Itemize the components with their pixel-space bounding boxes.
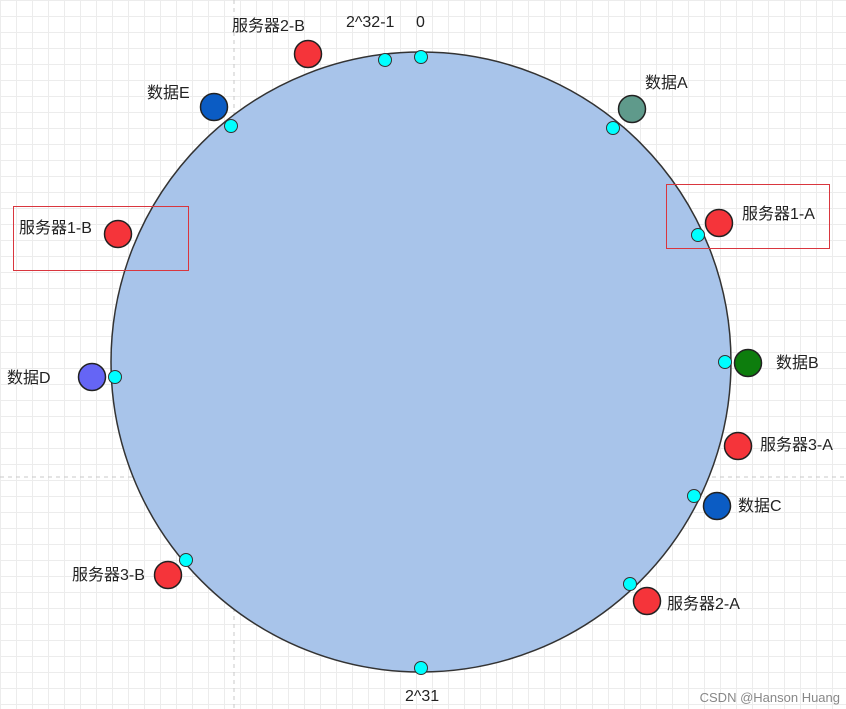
label-mid: 2^31 bbox=[405, 688, 440, 705]
node-server-1a bbox=[704, 208, 734, 238]
label-data-e: 数据E bbox=[147, 85, 190, 102]
label-server-2a: 服务器2-A bbox=[667, 596, 740, 613]
node-data-a bbox=[617, 94, 647, 124]
node-data-e bbox=[199, 92, 229, 122]
node-server-2b bbox=[293, 39, 323, 69]
hash-point-server-3b bbox=[179, 553, 193, 567]
node-server-3b bbox=[153, 560, 183, 590]
node-server-2a bbox=[632, 586, 662, 616]
label-server-2b: 服务器2-B bbox=[232, 18, 305, 35]
label-zero: 0 bbox=[416, 14, 425, 31]
hash-point-data-c bbox=[687, 489, 701, 503]
hash-point-server-1a bbox=[691, 228, 705, 242]
hash-ring bbox=[110, 51, 732, 673]
node-server-1b bbox=[103, 219, 133, 249]
label-data-c: 数据C bbox=[738, 498, 782, 515]
label-data-b: 数据B bbox=[776, 355, 819, 372]
label-max: 2^32-1 bbox=[346, 14, 395, 31]
node-data-b bbox=[733, 348, 763, 378]
hash-point-mid bbox=[414, 661, 428, 675]
node-data-c bbox=[702, 491, 732, 521]
hash-point-data-b bbox=[718, 355, 732, 369]
hash-point-max bbox=[378, 53, 392, 67]
hash-point-data-a bbox=[606, 121, 620, 135]
node-data-d bbox=[77, 362, 107, 392]
watermark: CSDN @Hanson Huang bbox=[699, 690, 840, 705]
label-server-3a: 服务器3-A bbox=[760, 437, 833, 454]
highlight-box-server-1a bbox=[666, 184, 830, 249]
hash-point-data-d bbox=[108, 370, 122, 384]
node-server-3a bbox=[723, 431, 753, 461]
highlight-box-server-1b bbox=[13, 206, 189, 271]
label-server-1a: 服务器1-A bbox=[742, 206, 815, 223]
hash-point-server-2a bbox=[623, 577, 637, 591]
label-data-a: 数据A bbox=[645, 75, 688, 92]
hash-point-zero bbox=[414, 50, 428, 64]
hash-point-data-e bbox=[224, 119, 238, 133]
label-server-1b: 服务器1-B bbox=[19, 220, 92, 237]
label-server-3b: 服务器3-B bbox=[72, 567, 145, 584]
label-data-d: 数据D bbox=[7, 370, 51, 387]
